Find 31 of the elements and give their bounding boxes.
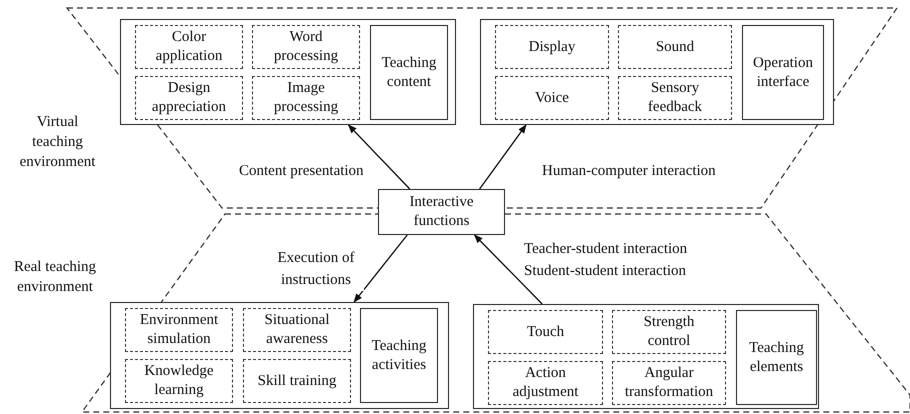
category-box: Teaching content (370, 25, 448, 120)
item-box: Angular transformation (612, 361, 726, 405)
group-box (480, 19, 834, 125)
arrow (474, 234, 543, 304)
region-label: Real teaching environment (12, 258, 98, 297)
arrow (354, 234, 408, 303)
group-box (120, 19, 456, 125)
item-box: Environment simulation (125, 308, 233, 352)
category-box: Operation interface (742, 25, 824, 120)
group-box (110, 302, 449, 409)
category-box: Teaching elements (736, 310, 817, 405)
category-box: Teaching activities (360, 308, 438, 403)
item-box: Strength control (612, 310, 726, 354)
item-box: Skill training (243, 359, 351, 403)
arrow (479, 124, 527, 190)
item-box: Touch (488, 310, 603, 354)
group-box (473, 304, 819, 409)
item-box: Voice (495, 76, 609, 120)
item-box: Image processing (252, 76, 360, 120)
region-label: Virtual teaching environment (18, 113, 96, 172)
item-box: Sound (618, 25, 732, 69)
item-box: Design appreciation (135, 76, 243, 120)
item-box: Word processing (252, 25, 360, 69)
item-box: Action adjustment (488, 361, 603, 405)
item-box: Color application (135, 25, 243, 69)
item-box: Display (495, 25, 609, 69)
arrow (348, 124, 410, 190)
item-box: Sensory feedback (618, 76, 732, 120)
category-box: Interactive functions (378, 189, 505, 235)
item-box: Knowledge learning (125, 359, 233, 403)
item-box: Situational awareness (243, 308, 351, 352)
